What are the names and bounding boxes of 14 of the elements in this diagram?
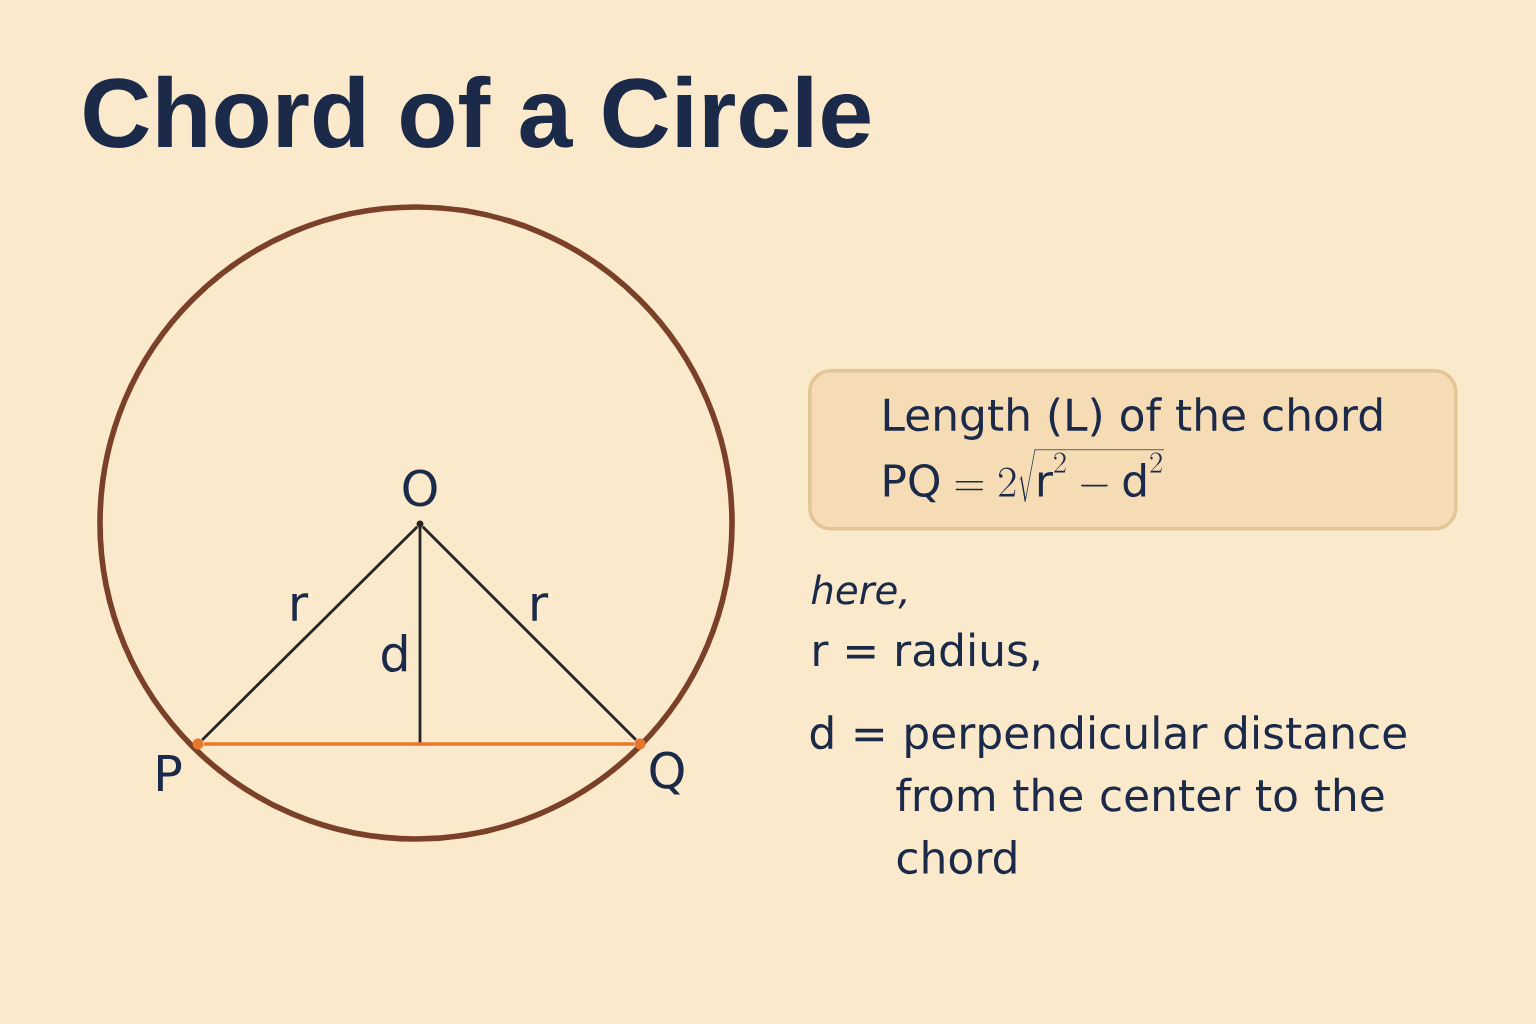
title: Chord of a Circle [84,75,870,148]
definition-text: r = radius, [814,632,1039,672]
formula-box: Length (L) of the chord $\mathrm{PQ} = 2\sqrt{\mathrm{r}^{2} - \mathrm{d}^{2}}$ [808,369,1458,531]
edge-label: r [532,593,549,621]
line-segment [203,742,635,746]
definition-text: d = perpendicular distance from the center to the chord [810,715,1406,875]
segment-label: d [382,633,407,673]
line-segment [201,525,419,741]
point-label: O [403,469,437,507]
point-label: Q [650,751,684,795]
line-segment [421,525,637,741]
point-label: P [158,755,182,791]
note-text: here, [811,574,906,609]
edge-label: r [292,593,309,621]
